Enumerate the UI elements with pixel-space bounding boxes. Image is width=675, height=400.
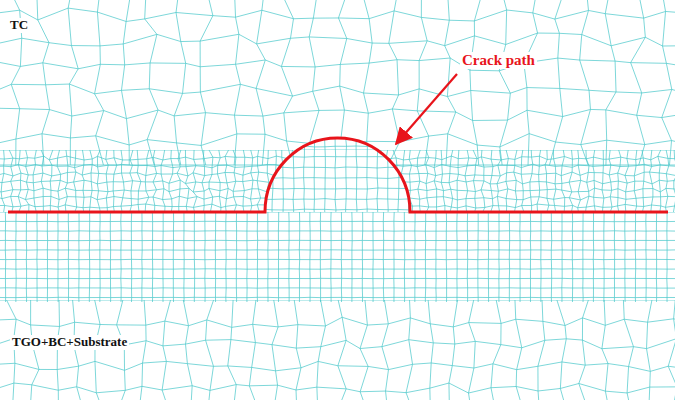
crack-path-line bbox=[8, 138, 668, 212]
mesh-lines bbox=[262, 136, 420, 220]
mesh-lines bbox=[0, 300, 675, 400]
mesh-lines bbox=[0, 212, 675, 302]
mesh-lines bbox=[0, 150, 675, 214]
leader-arrow bbox=[396, 74, 457, 144]
mesh-lines bbox=[0, 0, 675, 165]
region-label: TC bbox=[8, 18, 30, 33]
region-label: TGO+BC+Substrate bbox=[10, 335, 129, 350]
callout-label: Crack path bbox=[460, 52, 537, 69]
